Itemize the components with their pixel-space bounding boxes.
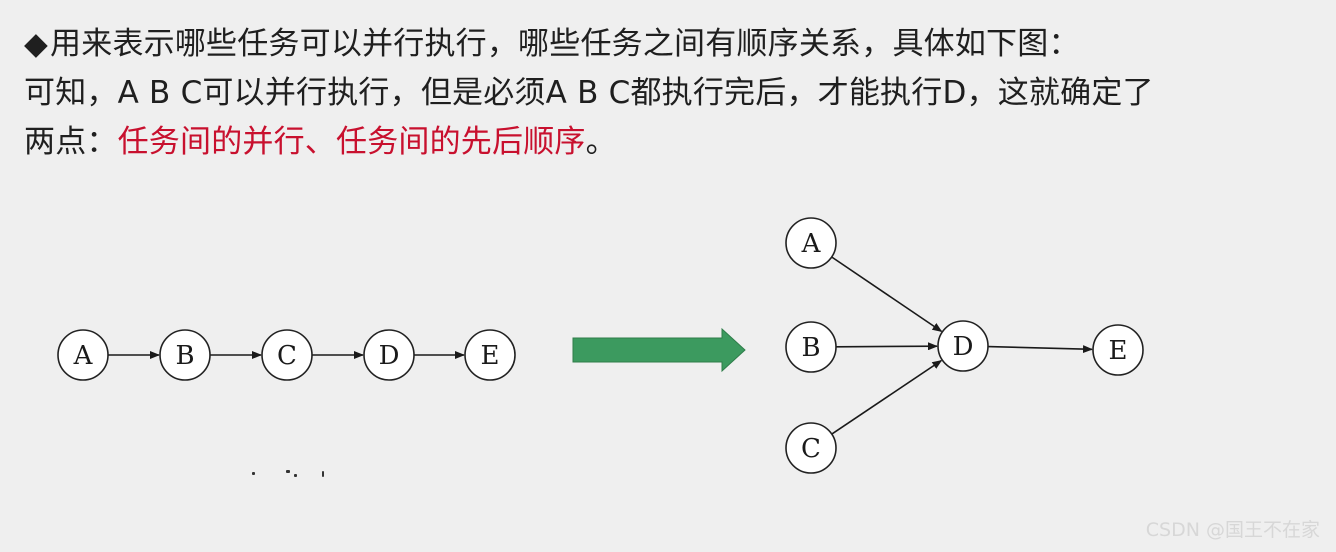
description-text: ◆用来表示哪些任务可以并行执行，哪些任务之间有顺序关系，具体如下图： 可知，A … <box>24 20 1314 167</box>
stray-mark <box>286 470 290 473</box>
text-line-3-highlight: 任务间的并行、任务间的先后顺序 <box>117 124 586 160</box>
left-node-a: A <box>57 329 109 381</box>
left-node-label: D <box>379 341 400 371</box>
left-node-label: E <box>481 341 500 371</box>
right-node-label: D <box>953 332 974 362</box>
left-node-circle <box>464 329 516 381</box>
left-node-label: C <box>277 341 297 371</box>
right-graph-edges <box>831 256 1093 435</box>
stray-marks <box>246 468 336 478</box>
right-node-a: A <box>785 217 837 269</box>
text-line-3: 两点：任务间的并行、任务间的先后顺序。 <box>24 118 1314 167</box>
right-node-e: E <box>1092 324 1144 376</box>
bullet-diamond-icon: ◆ <box>24 26 49 62</box>
right-edge-d-to-e <box>987 345 1093 354</box>
right-node-circle <box>785 321 837 373</box>
right-node-circle <box>1092 324 1144 376</box>
stray-mark <box>294 474 297 477</box>
left-node-e: E <box>464 329 516 381</box>
transform-arrow-icon <box>572 327 746 373</box>
left-node-b: B <box>159 329 211 381</box>
right-graph-nodes: A B C D E <box>785 217 1144 474</box>
text-line-3-suffix: 。 <box>585 124 617 160</box>
left-node-d: D <box>363 329 415 381</box>
left-chain-nodes: A B C D E <box>57 329 516 381</box>
watermark: CSDN @国王不在家 <box>1145 519 1320 541</box>
right-node-circle <box>785 217 837 269</box>
text-line-2-content: 可知，A B C可以并行执行，但是必须A B C都执行完后，才能执行D，这就确定… <box>24 75 1154 111</box>
left-node-label: A <box>73 341 94 371</box>
left-node-circle <box>261 329 313 381</box>
left-node-circle <box>57 329 109 381</box>
right-node-circle <box>937 320 989 372</box>
text-line-2: 可知，A B C可以并行执行，但是必须A B C都执行完后，才能执行D，这就确定… <box>24 69 1314 118</box>
right-node-c: C <box>785 422 837 474</box>
text-line-1-content: 用来表示哪些任务可以并行执行，哪些任务之间有顺序关系，具体如下图： <box>50 26 1080 62</box>
stray-mark <box>252 472 255 475</box>
left-node-circle <box>363 329 415 381</box>
right-node-label: C <box>801 434 821 464</box>
right-node-label: E <box>1109 336 1128 366</box>
right-node-label: B <box>801 333 820 363</box>
text-line-3-prefix: 两点： <box>24 124 118 160</box>
right-node-label: A <box>801 229 822 259</box>
right-edge-c-to-d <box>831 359 943 435</box>
left-node-label: B <box>175 341 194 371</box>
left-node-c: C <box>261 329 313 381</box>
right-node-b: B <box>785 321 837 373</box>
right-node-d: D <box>937 320 989 372</box>
right-node-circle <box>785 422 837 474</box>
right-edge-a-to-d <box>831 256 943 333</box>
stray-mark <box>322 471 324 477</box>
left-node-circle <box>159 329 211 381</box>
right-edge-b-to-d <box>835 342 938 351</box>
text-line-1: ◆用来表示哪些任务可以并行执行，哪些任务之间有顺序关系，具体如下图： <box>24 20 1314 69</box>
